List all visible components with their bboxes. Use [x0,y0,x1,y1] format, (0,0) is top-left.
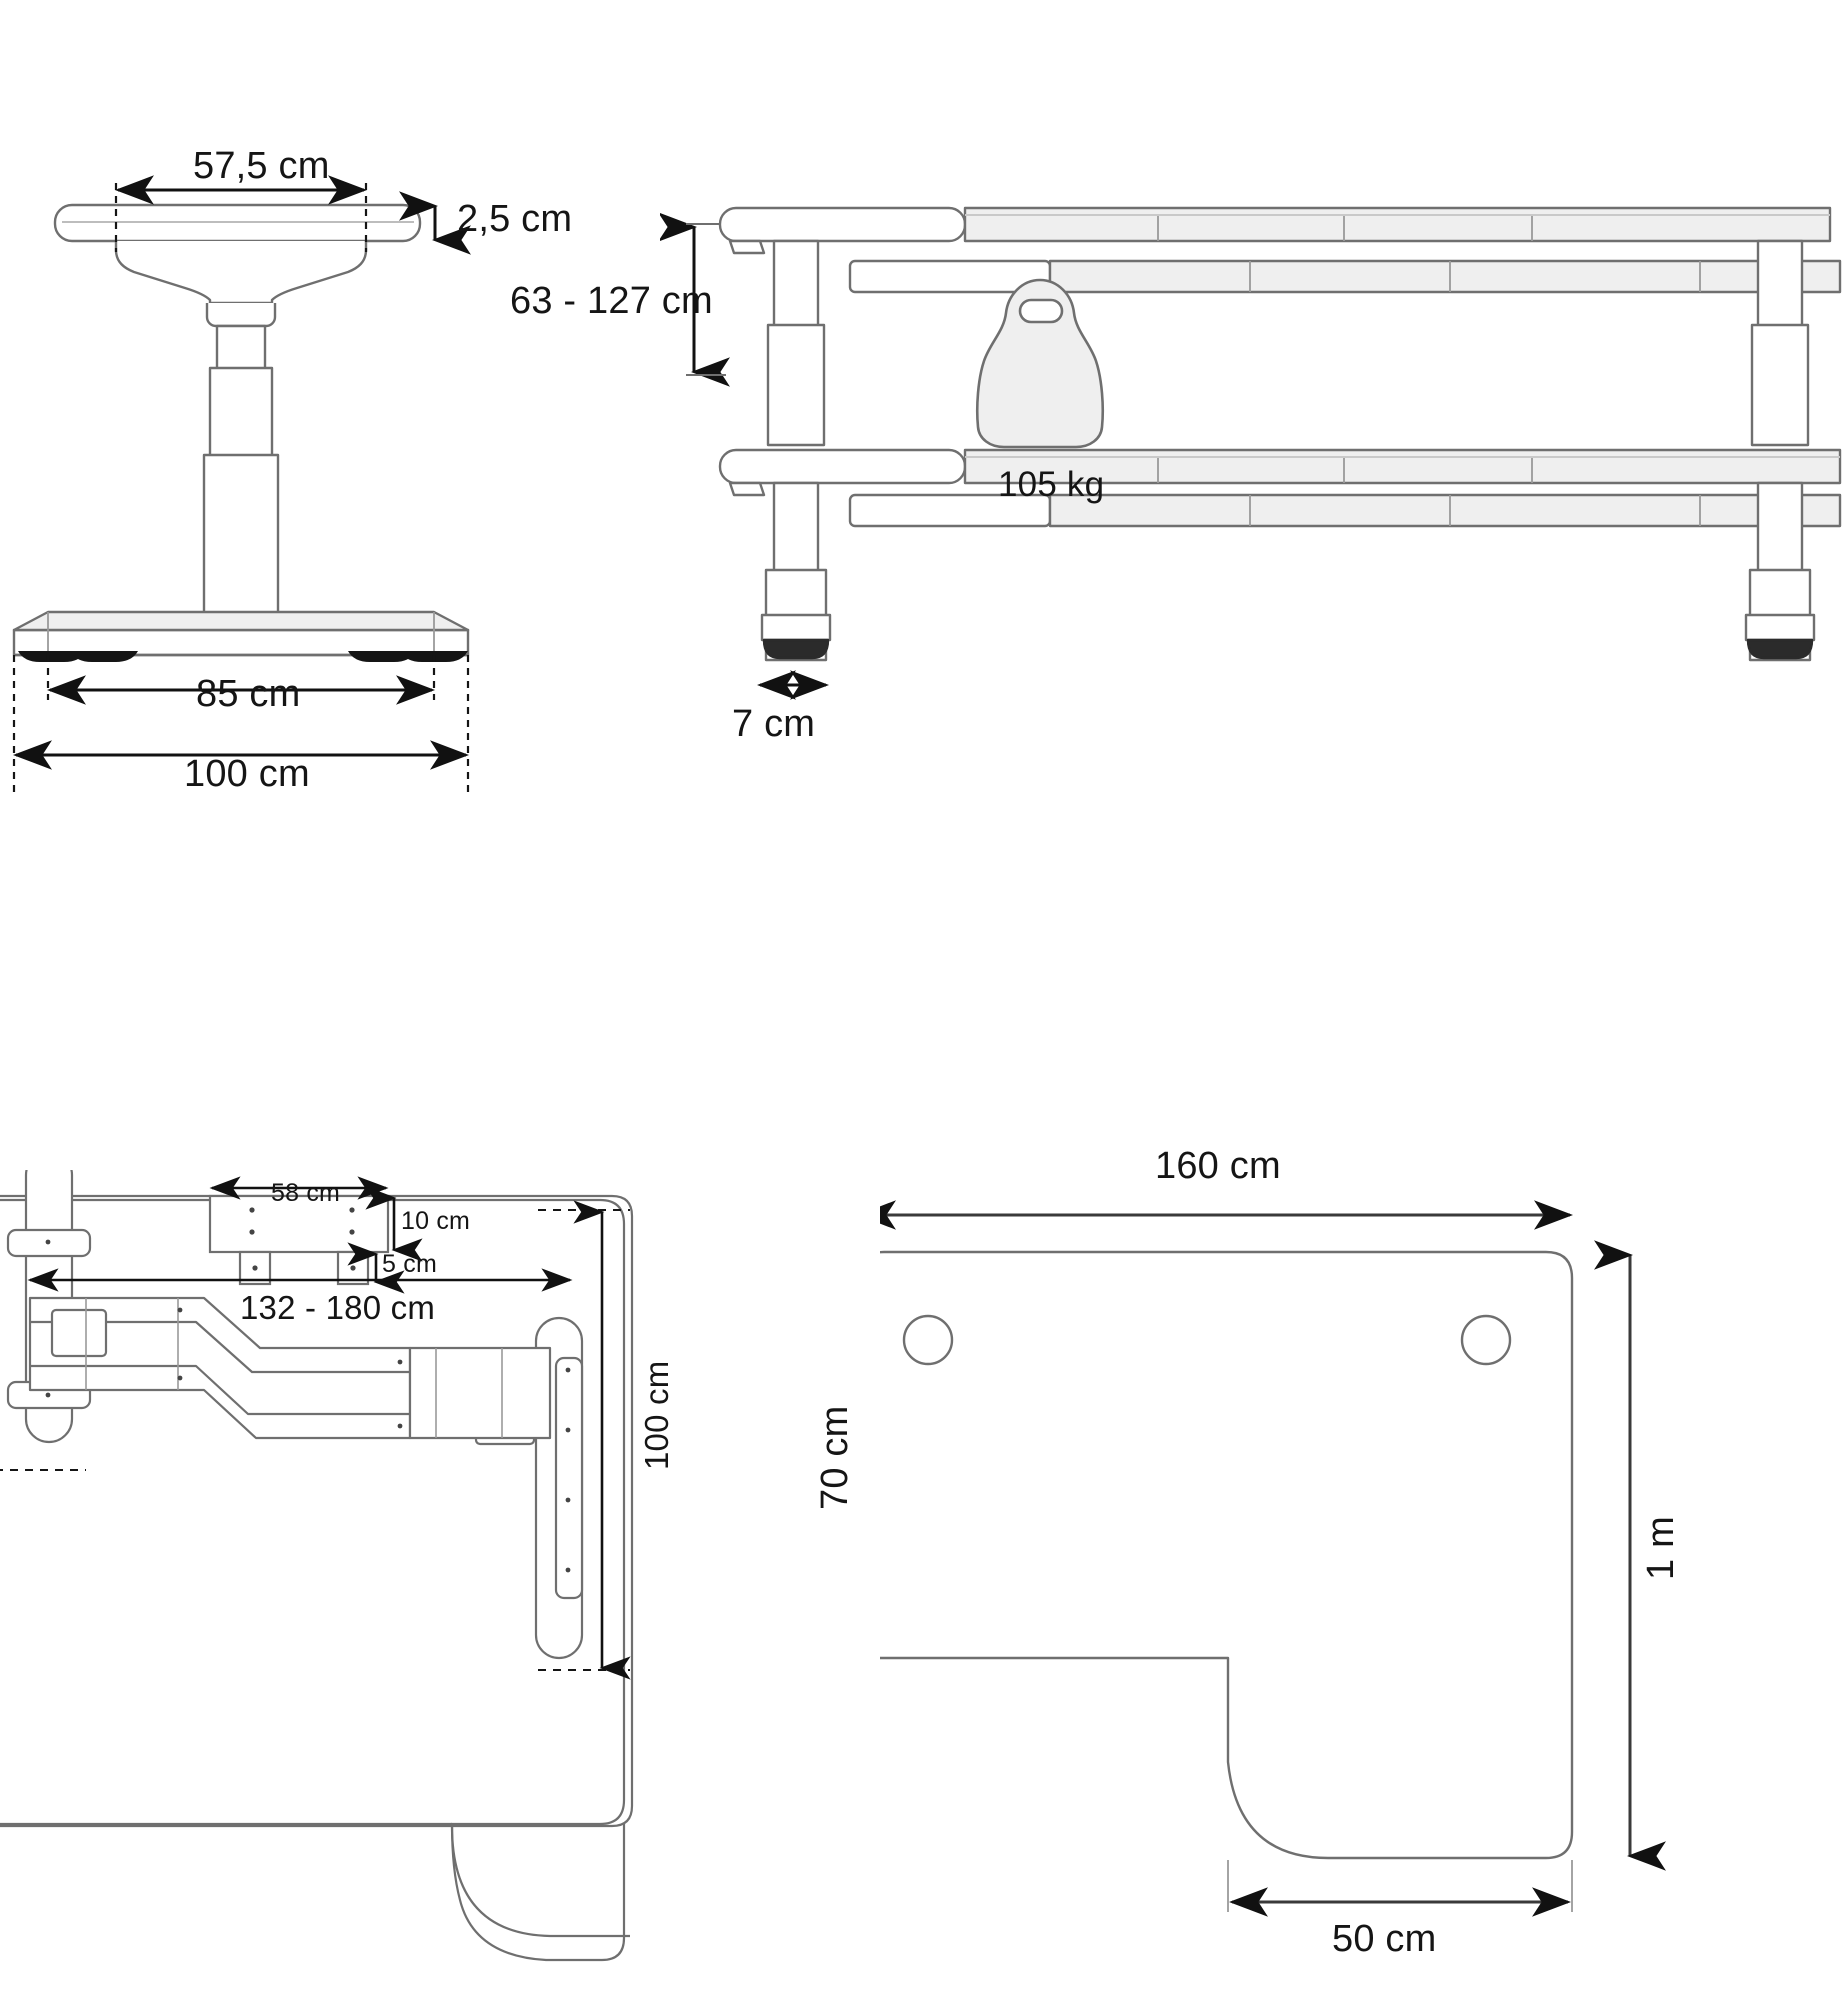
dim-label-frame-width-range: 132 - 180 cm [240,1289,436,1326]
dim-label-height-range: 63 - 127 cm [510,280,713,322]
front-elevation-drawing [12,175,471,795]
underside-plan-view: 58 cm 10 cm 5 cm 132 - 180 cm 100 cm [0,1170,810,2000]
side-elevation-drawing [718,206,1842,700]
dim-label-frame-depth: 100 cm [638,1360,675,1470]
side-elevation-view: 105 kg 7 cm [690,175,1845,875]
dim-label-top-thickness: 2,5 cm [457,198,573,240]
cable-grommet-right [1460,1314,1512,1366]
dim-label-crossbar-height: 10 cm [401,1207,471,1235]
load-weight-icon [975,278,1105,449]
dim-label-foot-depth: 7 cm [732,703,816,745]
dim-label-overall-width: 160 cm [1155,1145,1281,1187]
dim-label-foot-inner-width: 85 cm [196,673,301,715]
dim-label-top-width: 57,5 cm [193,145,330,187]
load-capacity-label: 105 kg [998,465,1105,504]
dim-label-overall-depth: 1 m [1640,1516,1682,1580]
dim-label-wing-depth: 70 cm [814,1405,856,1510]
dim-label-foot-outer-width: 100 cm [184,753,310,795]
underside-plan-drawing [0,1170,634,1962]
dim-label-return-depth: 50 cm [1332,1918,1437,1960]
desktop-plan-view: 160 cm 70 cm 1 m 50 cm [814,1145,1845,2000]
height-range-dimension: 63 - 127 cm [510,180,920,600]
desktop-plan-drawing [880,1200,1666,1917]
desktop-outline [880,1250,1574,1860]
front-elevation-view: 57,5 cm 2,5 cm 85 cm 100 cm [0,0,700,860]
dim-label-crossbar-width: 58 cm [271,1179,341,1207]
dim-label-bracket-height: 5 cm [382,1250,437,1278]
cable-grommet-left [902,1314,954,1366]
